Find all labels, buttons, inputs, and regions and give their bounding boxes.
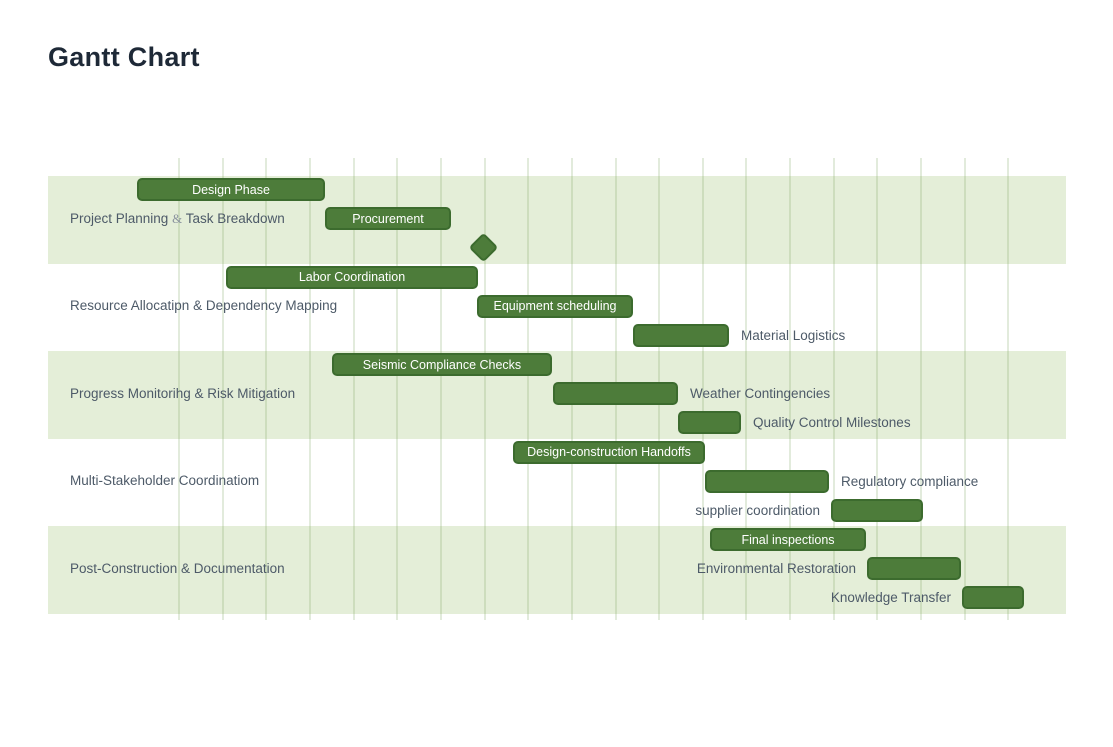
task-bar-label: Design-construction Handoffs [527,445,691,459]
gridline [920,158,923,620]
task-bar-weather-contingencies [553,382,678,406]
task-bar-final-inspections: Final inspections [710,528,866,551]
task-outside-label-material-logistics: Material Logistics [741,327,846,343]
task-outside-label-supplier-coordination: supplier coordination [695,502,820,518]
task-outside-label-environmental-restoration: Environmental Restoration [696,561,856,577]
ampersand-glyph: & [172,210,183,226]
gridline [745,158,748,620]
group-label-progress-monitorihg-risk-mitigation: Progress Monitorihg & Risk Mitigation [70,385,296,401]
task-bar-design-construction-handoffs: Design-construction Handoffs [513,440,705,464]
task-outside-label-weather-contingencies: Weather Contingencies [690,386,831,402]
task-bar-design-phase: Design Phase [137,178,325,201]
gridline [439,158,442,620]
gridline [221,158,224,620]
gridline [789,158,792,620]
gridline [265,158,268,620]
task-bar-labor-coordination: Labor Coordination [226,265,478,289]
task-bar-seismic-compliance-checks: Seismic Compliance Checks [332,353,552,376]
group-label-post-construction-documentation: Post-Construction & Documentation [70,560,285,576]
gridline [527,158,530,620]
task-bar-equipment-scheduling: Equipment scheduling [477,294,633,318]
task-bar-procurement: Procurement [325,207,451,231]
task-bar-label: Equipment scheduling [493,299,617,314]
task-outside-label-knowledge-transfer: Knowledge Transfer [830,590,951,606]
gridline [352,158,355,620]
gridline [832,158,835,620]
group-label-resource-allocatipn-dependency-mapping: Resource Allocatipn & Dependency Mapping [70,298,338,314]
task-outside-label-regulatory-compliance: Regulatory compliance [841,473,979,489]
task-bar-supplier-coordination [831,498,923,522]
task-bar-label: Procurement [352,211,424,226]
task-bar-label: Design Phase [192,182,270,197]
group-label-multi-stakeholder-coordinatiom: Multi-Stakeholder Coordinatiom [70,473,260,489]
task-bar-label: Final inspections [741,532,835,547]
page-title: Gantt Chart [48,42,200,72]
gridline [963,158,966,620]
task-bar-material-logistics [633,323,729,347]
task-bar-regulatory-compliance [705,469,829,493]
gridline [701,158,704,620]
task-bar-label: Labor Coordination [298,270,406,284]
group-label-project-planning-task-breakdown: Project Planning & Task Breakdown [70,210,285,226]
task-bar-knowledge-transfer [962,586,1024,610]
gridline [1007,158,1010,620]
gridline [483,158,486,620]
gridline [876,158,879,620]
gridline [396,158,399,620]
task-bar-label: Seismic Compliance Checks [362,357,522,372]
gridline [308,158,311,620]
task-bar-quality-control-milestones [678,411,741,435]
task-outside-label-quality-control-milestones: Quality Control Milestones [753,415,911,431]
task-bar-environmental-restoration [867,557,961,581]
gridline [178,158,180,620]
